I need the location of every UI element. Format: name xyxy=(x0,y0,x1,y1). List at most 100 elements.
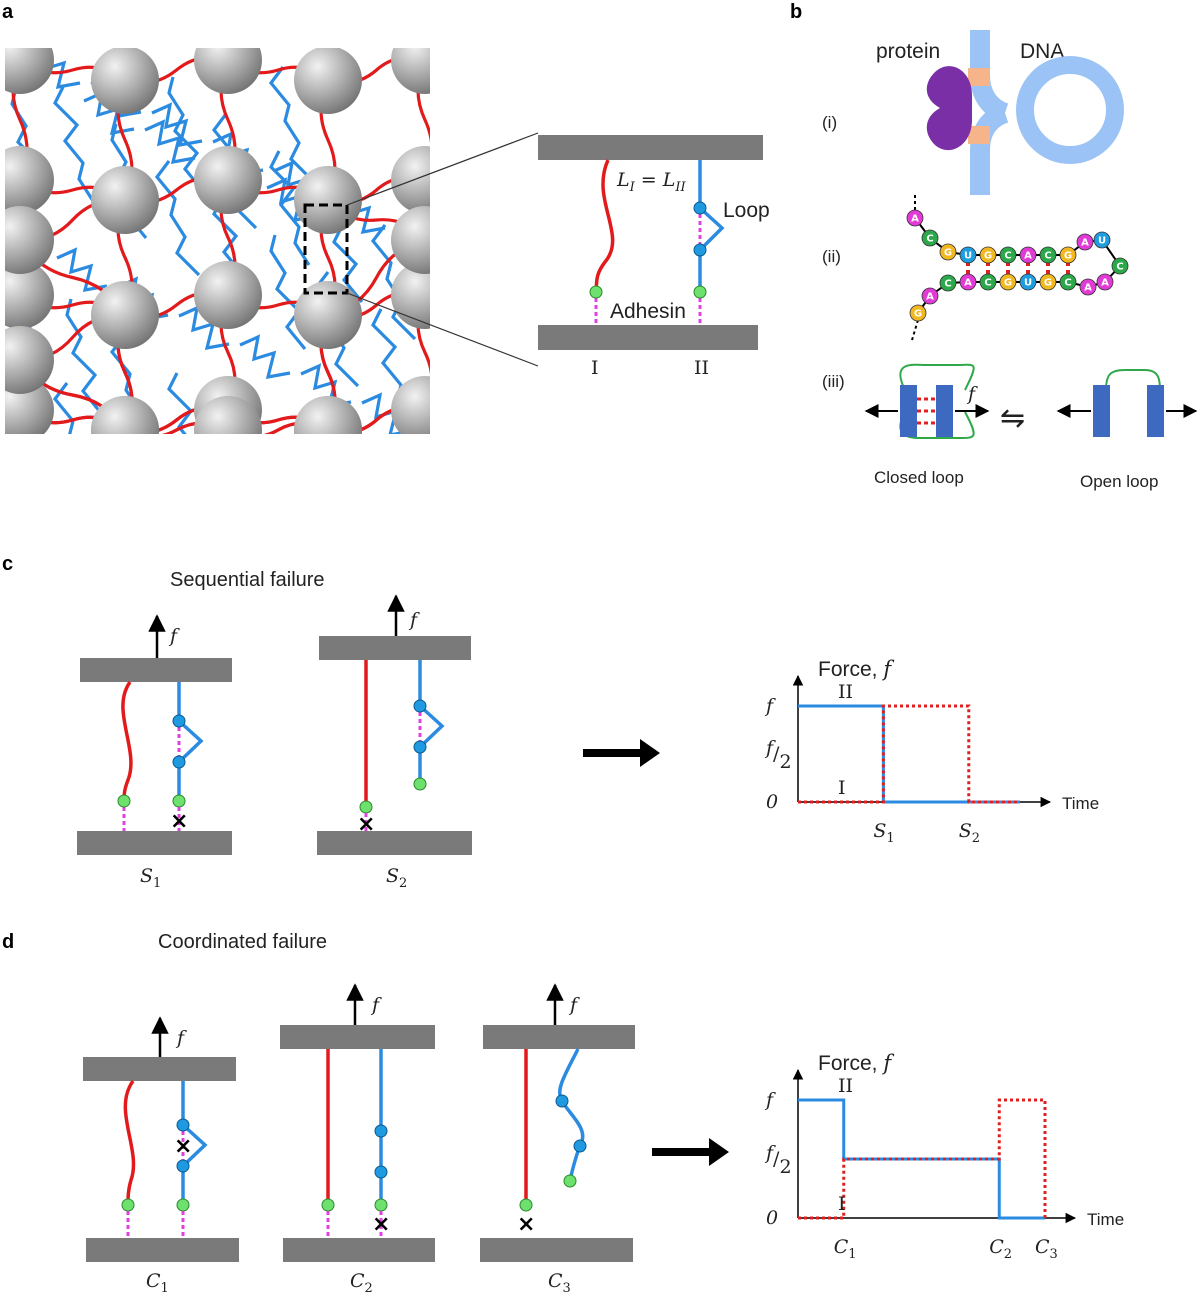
panel-c: Sequential failure f × S1 f xyxy=(77,569,1099,891)
y-axis-label: Force, f xyxy=(818,657,894,681)
failure-mark-S2: × xyxy=(357,812,375,837)
row-iii-label: (iii) xyxy=(822,372,845,391)
stage-S1: f × S1 xyxy=(77,614,232,891)
crosslinker-bead xyxy=(5,206,54,274)
crosslinker-bead xyxy=(91,48,159,114)
series-I xyxy=(798,1098,1047,1220)
open-loop-label: Open loop xyxy=(1080,472,1158,491)
crosslinker-bead xyxy=(391,376,430,434)
polymer-network xyxy=(5,48,430,434)
nucleotide xyxy=(1059,246,1077,264)
closed-loop-illustration: f xyxy=(864,363,990,440)
network-blue-strand xyxy=(52,382,75,434)
y-tick-label: f xyxy=(764,695,776,717)
stage-S2: f × S2 xyxy=(317,594,472,891)
network-blue-strand xyxy=(154,160,201,277)
series-II xyxy=(798,704,1020,804)
nucleotide xyxy=(1059,273,1077,291)
loop-segment xyxy=(698,206,725,252)
y-tick-label: 0 xyxy=(766,1207,778,1229)
nucleotide xyxy=(1019,246,1037,264)
crosslinker-bead xyxy=(294,166,362,234)
crosslinker-bead xyxy=(391,261,430,329)
nucleotide xyxy=(1079,278,1097,296)
y-tick-label: 0 xyxy=(766,791,778,813)
stage-C1: f × C1 xyxy=(83,1016,239,1296)
x-tick-label: C3 xyxy=(1035,1236,1058,1262)
series-label-I: I xyxy=(838,1193,846,1215)
network-blue-strand xyxy=(269,150,311,266)
panel-label-d: d xyxy=(2,931,14,953)
nucleotide xyxy=(909,304,927,322)
series-label-II: II xyxy=(838,1075,853,1097)
nucleotide-letter: U xyxy=(1024,278,1032,289)
crosslinker-bead xyxy=(294,48,362,114)
zoom-line-top xyxy=(346,132,539,206)
nucleotide xyxy=(1039,246,1057,264)
nucleotide xyxy=(979,273,997,291)
row-i-label: (i) xyxy=(822,113,837,132)
nucleotide xyxy=(959,246,977,264)
force-label-C1: f xyxy=(175,1027,187,1049)
nucleotide-letter: A xyxy=(1081,238,1089,249)
failure-mark-C2: × xyxy=(372,1212,390,1237)
nucleotide xyxy=(939,274,957,292)
network-blue-strand xyxy=(178,305,230,351)
nucleotide xyxy=(959,273,977,291)
crosslinker-bead xyxy=(391,146,430,214)
nucleotide xyxy=(1039,273,1057,291)
nucleotide-letter: G xyxy=(1004,278,1012,289)
nucleotide-letter: A xyxy=(911,214,919,225)
crosslinker-bead xyxy=(194,261,262,329)
force-label-C2: f xyxy=(370,994,382,1016)
network-blue-strand xyxy=(56,247,108,293)
nucleotide-letter: U xyxy=(964,251,972,262)
dna-label: DNA xyxy=(1020,40,1064,63)
arrow-d xyxy=(652,1138,729,1166)
nucleotide-letter: C xyxy=(926,234,933,245)
x-axis-label: Time xyxy=(1087,1210,1124,1229)
stage-C3: f × C3 xyxy=(480,983,635,1296)
nucleotide-letter: C xyxy=(1064,278,1071,289)
crosslinker-bead xyxy=(91,281,159,349)
y-tick-label: f/2 xyxy=(764,737,792,773)
nucleotide-letter: A xyxy=(926,292,934,303)
stage-label-C2: C2 xyxy=(350,1270,373,1296)
crosslinker-bead xyxy=(391,48,430,94)
panel-c-title: Sequential failure xyxy=(170,569,325,591)
panel-d: Coordinated failure f × C1 f xyxy=(83,931,1124,1296)
network-blue-strand xyxy=(268,66,315,183)
panel-label-c: c xyxy=(2,553,13,575)
nucleotide-letter: A xyxy=(1084,283,1092,294)
network-blue-strand xyxy=(266,177,318,223)
crosslinker-bead xyxy=(294,281,362,349)
equilibrium-arrow: ⇋ xyxy=(1000,401,1025,436)
crosslinker-bead xyxy=(91,396,159,434)
network-crosslinkers xyxy=(5,48,430,434)
network-blue-strand xyxy=(269,234,307,351)
nucleotide-letter: U xyxy=(1098,236,1106,247)
nucleotide xyxy=(921,229,939,247)
anchor-I xyxy=(589,285,603,299)
crosslinker-bead xyxy=(194,146,262,214)
nucleotide xyxy=(906,209,924,227)
series-label-II: II xyxy=(838,681,853,703)
failure-mark-S1: × xyxy=(170,809,188,834)
network-blue-strand xyxy=(53,86,95,202)
y-axis-label: Force, f xyxy=(818,1051,894,1075)
nucleotide xyxy=(999,246,1017,264)
failure-mark-C1: × xyxy=(174,1134,192,1159)
strand-I-label: I xyxy=(591,357,599,379)
nucleotide xyxy=(1093,231,1111,249)
nucleotide xyxy=(1019,273,1037,291)
stage-C2: f × C2 xyxy=(280,983,435,1296)
zoom-selection-box xyxy=(303,203,349,295)
failure-mark-C3: × xyxy=(517,1212,535,1237)
nucleotide-letter: G xyxy=(1064,251,1072,262)
nucleotide-letter: C xyxy=(1044,251,1051,262)
force-symbol-b: f xyxy=(966,383,978,405)
